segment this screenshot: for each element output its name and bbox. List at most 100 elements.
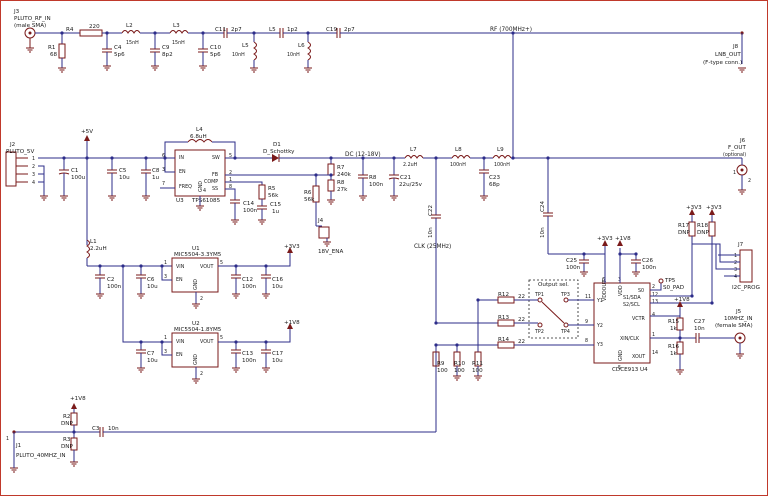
l5-inductor: [253, 41, 257, 61]
c21-ref: C21: [400, 175, 411, 181]
r7-value: 240k: [337, 172, 352, 178]
j2-pin-1: 1: [32, 156, 35, 162]
tp1-testpoint: [537, 297, 543, 303]
clock-generator: CDCE913 U4 Y1 11 Y2 9 Y3 8 VDDOUT 6 VDD …: [432, 205, 760, 432]
c22-ref: C22: [428, 205, 434, 216]
c11-value: 2p7: [231, 27, 242, 33]
c17-ref: C17: [272, 351, 283, 357]
r17-resistor: [688, 221, 696, 237]
l4-value: 6.8uH: [190, 134, 207, 140]
u3-pin-comp: COMP: [204, 179, 218, 185]
l7-ref: L7: [410, 147, 417, 153]
l7-value: 2.2uH: [403, 162, 418, 168]
u4-pin-s0: S0: [638, 288, 644, 294]
u4-ref: U4: [640, 367, 648, 373]
pluto-40mhz-input: +1V8 R2 DNP R3 DNP C3 10n 1 J1 PLUTO_40M…: [6, 396, 436, 473]
c15-value: 1u: [272, 209, 280, 215]
r8-resistor: [327, 179, 335, 192]
c13-ref: C13: [242, 351, 253, 357]
r18-value: DNP: [697, 230, 709, 236]
c16-value: 10u: [272, 284, 283, 290]
r7-ref: R7: [337, 165, 345, 171]
r15-value: 1k: [670, 326, 678, 332]
svg-text:5: 5: [220, 335, 223, 341]
u4-pin-s1: S1/SDA: [623, 295, 641, 301]
j2-pin-3: 3: [32, 172, 35, 178]
l5-value: 10nH: [232, 52, 245, 58]
r2-value: DNP: [61, 421, 73, 427]
svg-text:6: 6: [602, 277, 605, 283]
r10-value: 100: [454, 368, 465, 374]
c10-ref: C10: [210, 45, 221, 51]
u3-pin-in: IN: [179, 155, 184, 161]
c14-ref: C14: [243, 201, 254, 207]
svg-text:2: 2: [748, 178, 751, 184]
tp4-testpoint: [563, 322, 569, 328]
svg-text:3: 3: [162, 167, 165, 173]
j3-ref: J3: [13, 9, 20, 15]
j2-pin-2: 2: [32, 164, 35, 170]
u3-pin-freq: FREQ: [179, 184, 192, 190]
u1-pin-vin: VIN: [176, 264, 185, 270]
r16-value: 1k: [670, 351, 678, 357]
ground-symbol: [26, 47, 34, 53]
tp5-ref: TP5: [664, 278, 676, 284]
d1-value: D_Schottky: [263, 149, 295, 155]
c5-value: 10u: [119, 175, 130, 181]
r5-resistor: [258, 184, 266, 200]
svg-text:11: 11: [585, 294, 591, 300]
c15-ref: C15: [270, 202, 281, 208]
rf-net-label: RF (700MHz+): [490, 27, 532, 33]
c8-value: 1u: [152, 175, 160, 181]
j6-note: (optional): [723, 152, 746, 158]
j3-name: PLUTO_RF_IN: [14, 16, 51, 22]
ldo-regulators: L1 2.2uH C2 100n C6 10u VIN 1 EN 3 GND 2…: [86, 225, 300, 384]
r8-value: 27k: [337, 187, 348, 193]
p1v8-label-vctr: +1V8: [674, 297, 690, 303]
j5-name: 10MHZ_IN: [724, 316, 753, 322]
c8-ref: C8: [152, 168, 160, 174]
c14-value: 100n: [243, 208, 258, 214]
svg-text:9: 9: [585, 319, 588, 325]
c7-ref: C7: [147, 351, 155, 357]
p5v-label: +5V: [81, 129, 93, 135]
c2-ref: C2: [107, 277, 114, 283]
u2-pin-gnd: GND: [193, 354, 199, 365]
j4-name: 18V_ENA: [318, 249, 343, 255]
u2-pin-vin: VIN: [176, 339, 185, 345]
c20-ref: R8: [369, 175, 377, 181]
r11-value: 100: [472, 368, 483, 374]
c22-value: 10n: [428, 227, 434, 238]
j4-ref: J4: [317, 218, 324, 224]
svg-text:2: 2: [652, 284, 655, 290]
u2-ref: U2: [192, 321, 200, 327]
svg-text:TP2: TP2: [534, 329, 544, 335]
r13-value: 22: [518, 317, 525, 323]
c5-ref: C5: [119, 168, 127, 174]
l8-inductor: [451, 155, 471, 159]
c27-value: 10n: [694, 326, 705, 332]
u4-pin-y3: Y3: [596, 342, 603, 348]
l1-value: 2.2uH: [90, 246, 107, 252]
u2-part: MIC5504-1.8YM5: [174, 327, 222, 333]
l8-ref: L8: [455, 147, 462, 153]
c9-ref: C9: [162, 45, 170, 51]
j1-ref: J1: [15, 443, 22, 449]
u4-pin-xin: XIN/CLK: [620, 336, 640, 342]
l8-value: 100nH: [450, 162, 466, 168]
u4-pin-s2: S2/SCL: [623, 302, 640, 308]
p1v8-label-u4: +1V8: [615, 236, 631, 242]
r9-value: 100: [437, 368, 448, 374]
r3-value: DNP: [61, 444, 73, 450]
l3-inductor: [169, 30, 189, 34]
u1-pin-en: EN: [176, 277, 183, 283]
j1-name: PLUTO_40MHZ_IN: [16, 453, 66, 459]
j2-pin-4: 4: [32, 180, 35, 186]
output-select-box: [528, 279, 579, 339]
svg-text:3: 3: [734, 267, 737, 273]
u4-part: CDCE913: [612, 367, 639, 373]
j1-pin: 1: [6, 436, 9, 442]
r12-ref: R12: [498, 292, 509, 298]
tp5-value: S0_PAD: [663, 285, 684, 291]
